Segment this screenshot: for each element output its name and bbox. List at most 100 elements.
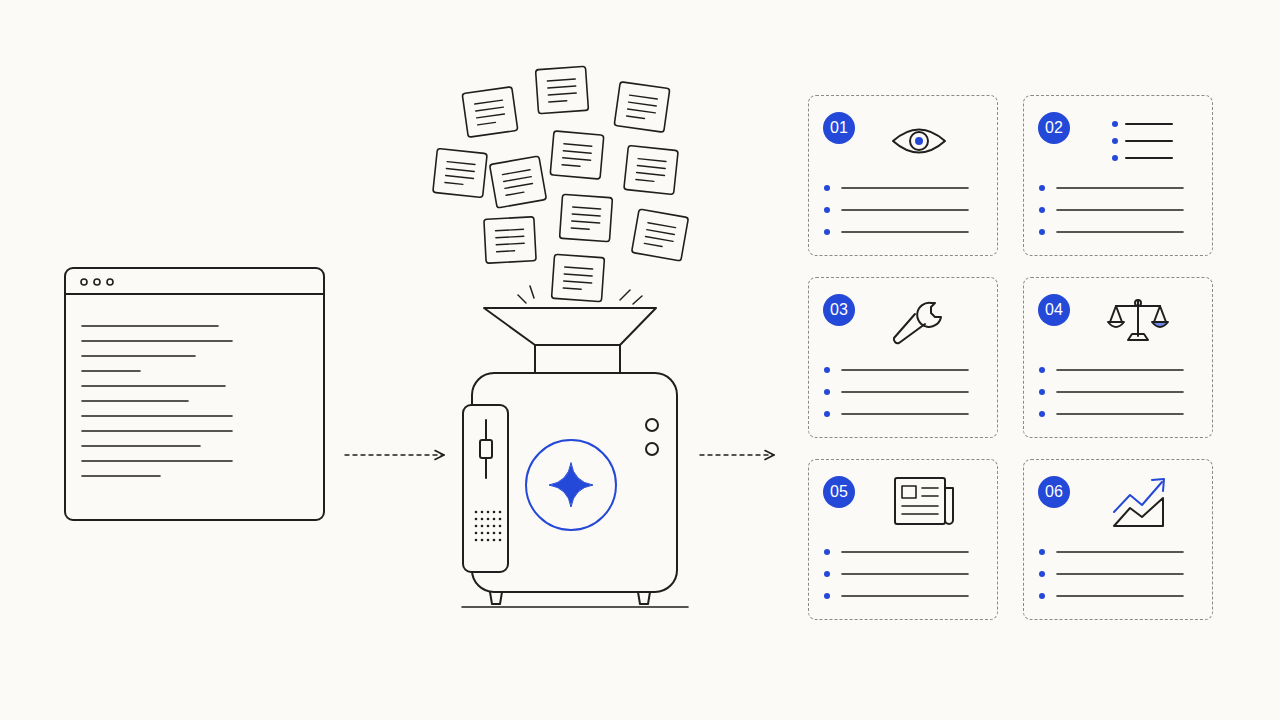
feature-card: 04: [1023, 277, 1213, 438]
bullet-dot: [1039, 367, 1045, 373]
bullet-line: [842, 413, 968, 415]
grille-dot: [499, 532, 502, 535]
bullet-line: [842, 231, 968, 233]
grille-dot: [487, 518, 490, 521]
paper-stack: [433, 66, 689, 301]
bullet-line: [1057, 209, 1183, 211]
bullet-line: [1057, 187, 1183, 189]
callout-number: 06: [1038, 476, 1070, 508]
newspaper-icon: [895, 478, 953, 524]
bullet-line: [1057, 595, 1183, 597]
flow-arrow: [345, 454, 444, 455]
bullet-dot: [824, 549, 830, 555]
paper-sheet: [632, 209, 689, 261]
text-line: [82, 385, 225, 387]
text-line: [82, 445, 200, 447]
grille-dot: [475, 539, 478, 542]
callout-number: 03: [823, 294, 855, 326]
bullet-line: [842, 209, 968, 211]
feature-card: 03: [808, 277, 998, 438]
callout-number: 01: [823, 112, 855, 144]
feature-card: 06: [1023, 459, 1213, 620]
bullet-dot: [824, 185, 830, 191]
processing-machine: [462, 308, 688, 607]
grille-dot: [481, 518, 484, 521]
feature-card: 05: [808, 459, 998, 620]
bullet-dot: [1039, 411, 1045, 417]
flow-arrow: [700, 454, 774, 455]
callout-number: 05: [823, 476, 855, 508]
bullet-line: [842, 369, 968, 371]
text-line: [82, 400, 188, 402]
bullet-line: [842, 595, 968, 597]
bullet-line: [1057, 231, 1183, 233]
bullet-dot: [1039, 185, 1045, 191]
callout-number: 04: [1038, 294, 1070, 326]
grille-dot: [487, 539, 490, 542]
grille-dot: [499, 539, 502, 542]
text-line: [82, 340, 232, 342]
paper-sheet: [490, 156, 547, 208]
grille-dot: [499, 525, 502, 528]
chart-icon: [1114, 479, 1164, 526]
bullet-line: [842, 551, 968, 553]
feature-card: 01: [808, 95, 998, 256]
bullet-dot: [1039, 389, 1045, 395]
paper-sheet: [462, 87, 518, 138]
grille-dot: [487, 525, 490, 528]
text-line: [82, 460, 232, 462]
bullet-line: [1057, 551, 1183, 553]
paper-sheet: [484, 217, 536, 264]
bullet-line: [1057, 369, 1183, 371]
grille-dot: [475, 525, 478, 528]
paper-sheet: [560, 194, 613, 241]
bullet-dot: [824, 229, 830, 235]
eye-icon: [893, 130, 945, 153]
grille-dot: [493, 525, 496, 528]
scales-icon: [1108, 300, 1168, 340]
bullet-line: [1057, 391, 1183, 393]
grille-dot: [499, 518, 502, 521]
bullet-dot: [1039, 549, 1045, 555]
grille-dot: [493, 532, 496, 535]
browser-window: [65, 268, 324, 520]
bullet-dot: [824, 389, 830, 395]
bullet-line: [842, 187, 968, 189]
bullet-line: [1057, 573, 1183, 575]
bullet-dot: [824, 411, 830, 417]
grille-dot: [487, 511, 490, 514]
grille-dot: [493, 511, 496, 514]
text-line: [82, 370, 140, 372]
paper-sheet: [536, 66, 589, 113]
paper-sheet: [614, 82, 670, 133]
paper-sheet: [550, 131, 604, 179]
grille-dot: [475, 511, 478, 514]
grille-dot: [493, 518, 496, 521]
motion-lines: [518, 286, 642, 304]
grille-dot: [481, 539, 484, 542]
callout-number: 02: [1038, 112, 1070, 144]
paper-sheet: [433, 149, 487, 198]
feature-card: 02: [1023, 95, 1213, 256]
bullet-line: [1057, 413, 1183, 415]
text-line: [82, 475, 160, 477]
bullet-line: [842, 573, 968, 575]
grille-dot: [499, 511, 502, 514]
grille-dot: [481, 511, 484, 514]
bullet-dot: [1039, 571, 1045, 577]
paper-sheet: [624, 146, 678, 195]
paper-sheet: [552, 254, 605, 301]
bullet-dot: [1039, 593, 1045, 599]
text-line: [82, 415, 232, 417]
bullet-dot: [824, 207, 830, 213]
wrench-icon: [894, 303, 941, 343]
grille-dot: [481, 525, 484, 528]
bullet-line: [842, 391, 968, 393]
text-line: [82, 325, 218, 327]
grille-dot: [475, 532, 478, 535]
list-icon: [1112, 121, 1172, 161]
text-line: [82, 355, 195, 357]
bullet-dot: [1039, 229, 1045, 235]
grille-dot: [475, 518, 478, 521]
